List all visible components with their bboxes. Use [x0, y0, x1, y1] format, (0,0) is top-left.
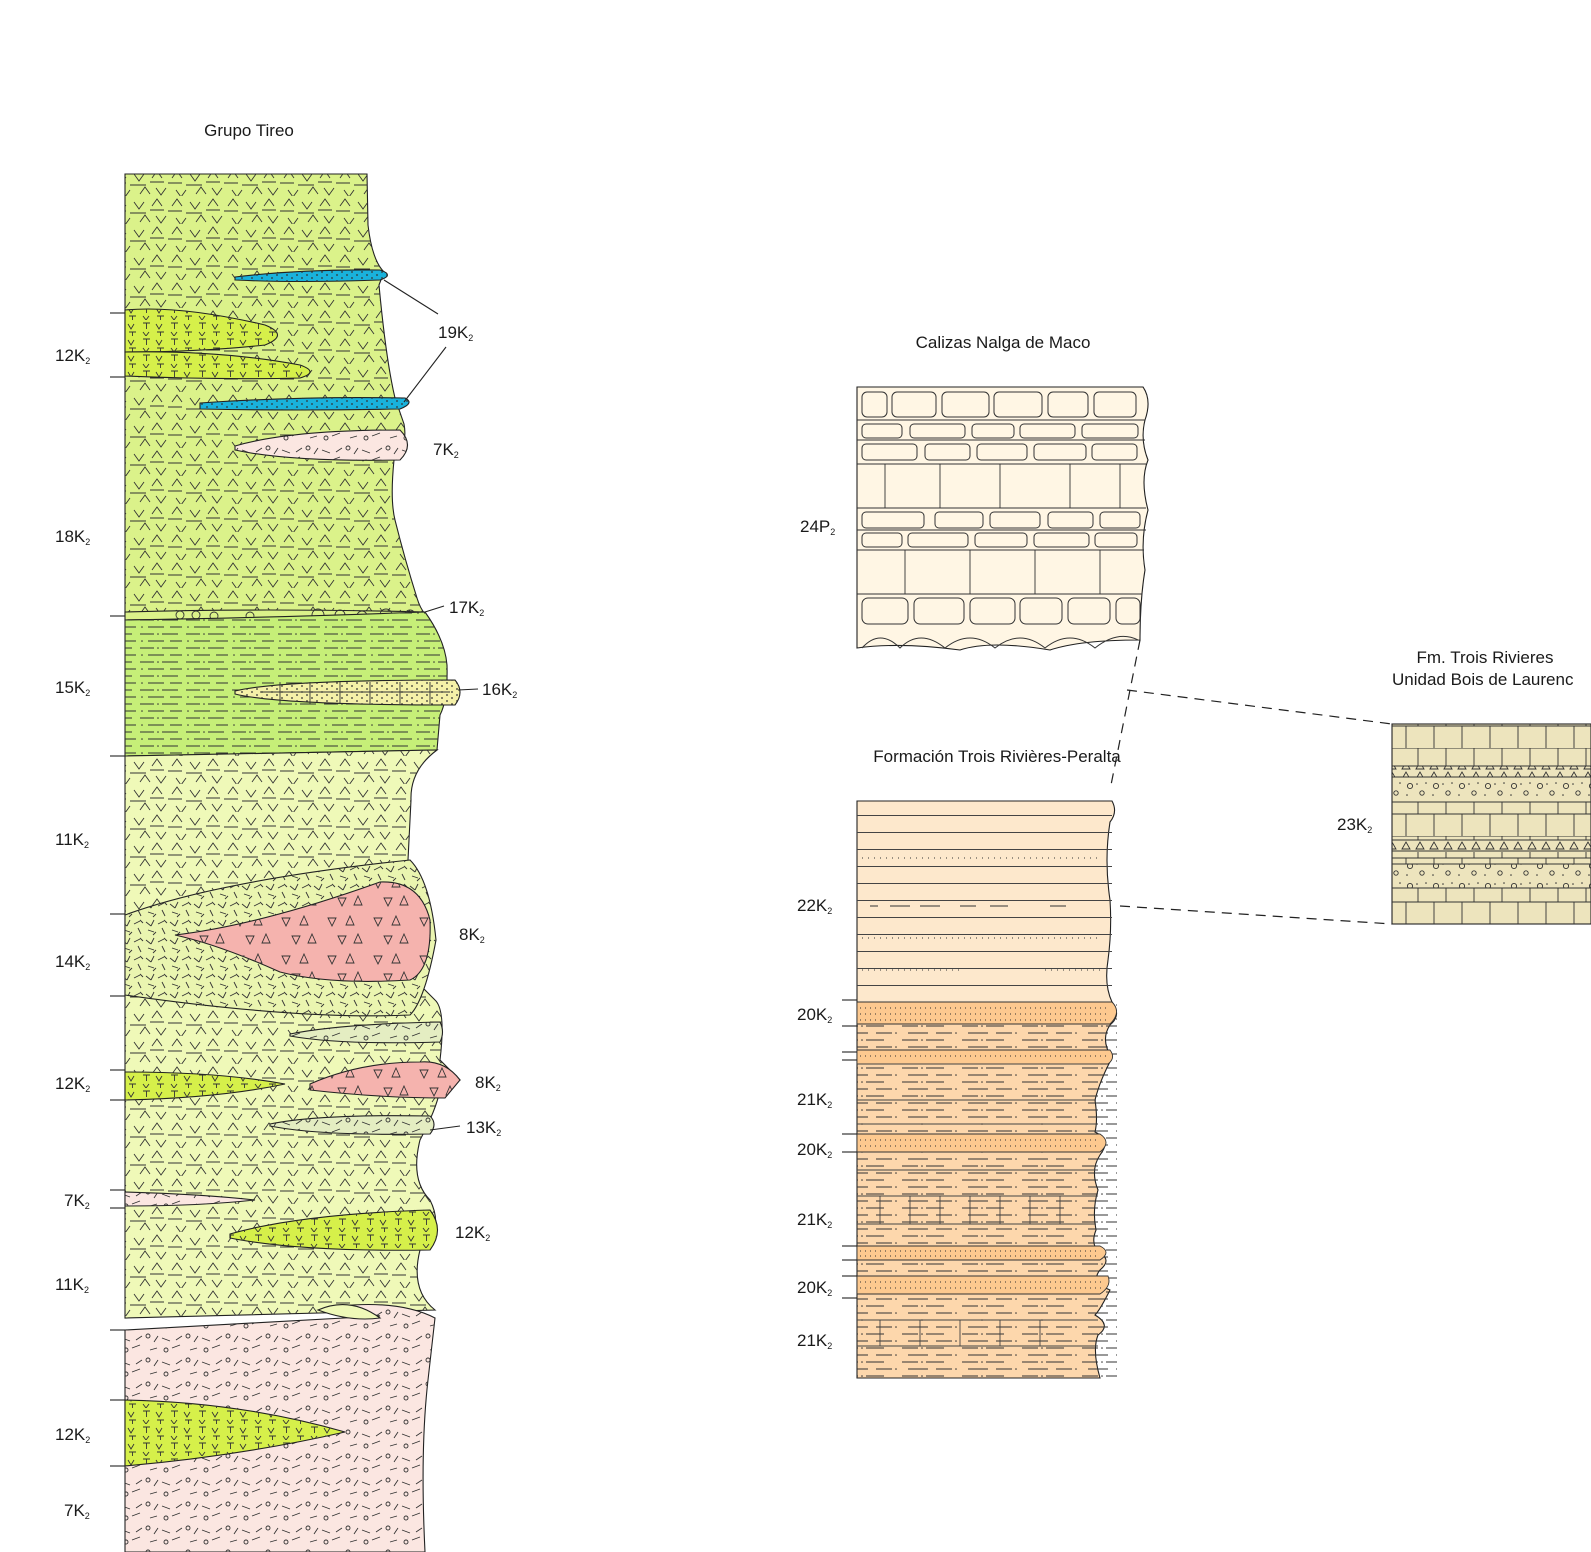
label-17k2: 17K2	[449, 598, 484, 618]
label-11k2: 11K2	[55, 830, 89, 850]
label-21k2-a: 21K2	[797, 1090, 832, 1110]
column-title: Calizas Nalga de Maco	[916, 333, 1091, 352]
column-title: Grupo Tireo	[204, 121, 294, 140]
column-title-line2: Unidad Bois de Laurenc	[1392, 670, 1574, 689]
label-7k2-bottom: 7K2	[64, 1501, 90, 1521]
correlation-lines	[1109, 639, 1393, 925]
label-7k2-mid: 7K2	[64, 1191, 90, 1211]
label-8k2-upper: 8K2	[459, 925, 485, 945]
tireo-right-labels: 19K2 7K2 17K2 16K2 8K2 8K2 13K2 12K2	[433, 323, 517, 1243]
column-trois-rivieres-peralta: Formación Trois Rivières-Peralta	[797, 747, 1121, 1379]
label-23k2: 23K2	[1337, 815, 1372, 835]
label-16k2: 16K2	[482, 680, 517, 700]
label-12k2-bottom: 12K2	[55, 1425, 90, 1445]
label-12k2-right: 12K2	[455, 1223, 490, 1243]
label-20k2-c: 20K2	[797, 1278, 832, 1298]
label-22k2: 22K2	[797, 896, 832, 916]
label-13k2: 13K2	[466, 1118, 501, 1138]
column-grupo-tireo: Grupo Tireo	[55, 121, 517, 1552]
column-bois-de-laurence: Fm. Trois Rivieres Unidad Bois de Lauren…	[1337, 648, 1591, 925]
tireo-left-labels: 12K2 18K2 15K2 11K2 14K2 12K2 7K2 11K2 1…	[55, 346, 90, 1521]
label-7k2-right: 7K2	[433, 440, 459, 460]
label-12k2: 12K2	[55, 346, 90, 366]
label-21k2-c: 21K2	[797, 1331, 832, 1351]
column-title: Formación Trois Rivières-Peralta	[873, 747, 1121, 766]
label-19k2: 19K2	[438, 323, 473, 343]
column-calizas-nalga-de-maco: Calizas Nalga de Maco	[800, 333, 1149, 651]
label-11k2-lower: 11K2	[55, 1275, 89, 1295]
label-15k2: 15K2	[55, 678, 90, 698]
label-24p2: 24P2	[800, 517, 835, 537]
label-8k2-lower: 8K2	[475, 1073, 501, 1093]
peralta-left-labels: 22K2 20K2 21K2 20K2 21K2 20K2 21K2	[797, 896, 832, 1351]
label-14k2: 14K2	[55, 952, 90, 972]
label-20k2-b: 20K2	[797, 1140, 832, 1160]
label-20k2-a: 20K2	[797, 1005, 832, 1025]
label-18k2: 18K2	[55, 527, 90, 547]
label-21k2-b: 21K2	[797, 1210, 832, 1230]
unit-24p2	[856, 386, 1149, 651]
column-title-line1: Fm. Trois Rivieres	[1417, 648, 1554, 667]
label-12k2-mid: 12K2	[55, 1074, 90, 1094]
